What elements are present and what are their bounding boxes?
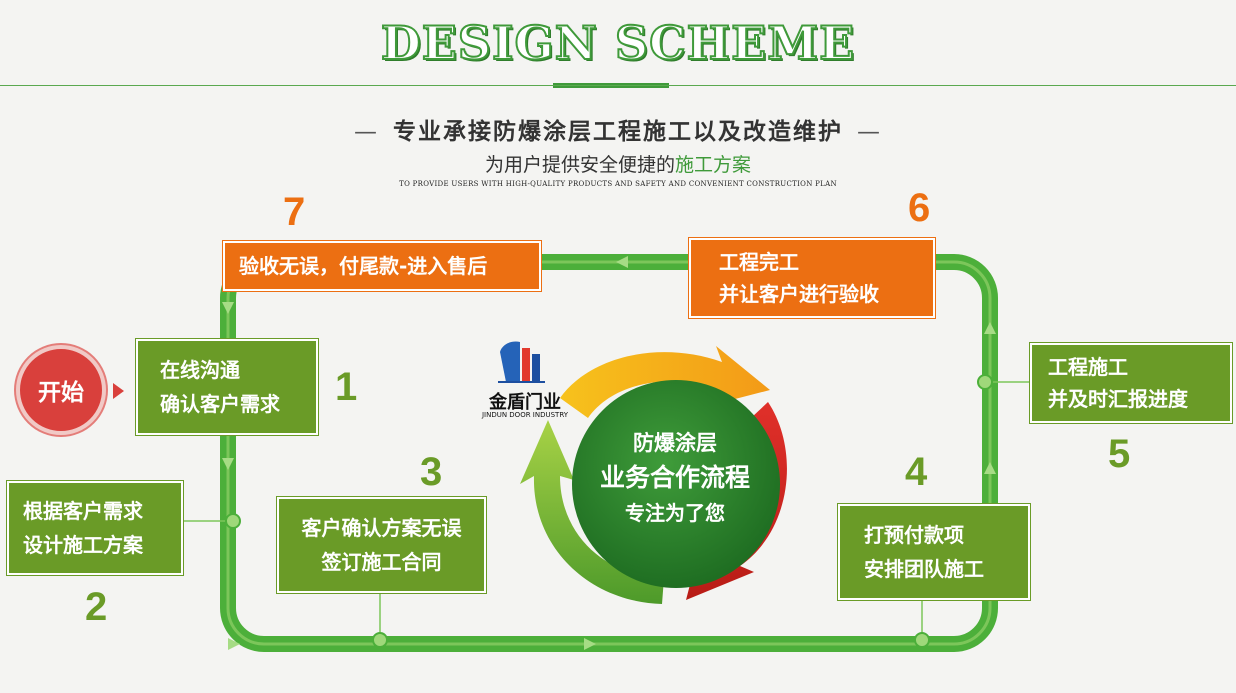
step-3-line1: 客户确认方案无误	[301, 516, 462, 540]
subtitle-text: 专业承接防爆涂层工程施工以及改造维护	[393, 119, 843, 145]
tagline-prefix: 为用户提供安全便捷的	[484, 154, 675, 176]
step-2-box: 根据客户需求 设计施工方案	[7, 481, 183, 575]
step-1-number: 1	[335, 365, 358, 409]
tagline: 为用户提供安全便捷的施工方案	[0, 150, 1236, 177]
step-4-line2: 安排团队施工	[864, 557, 984, 581]
start-badge: 开始	[16, 345, 106, 435]
step-1-box: 在线沟通 确认客户需求	[136, 339, 318, 435]
step-3-line2: 签订施工合同	[321, 550, 442, 574]
step-5-number: 5	[1108, 432, 1131, 476]
english-tagline: TO PROVIDE USERS WITH HIGH-QUALITY PRODU…	[399, 180, 837, 188]
page-title: DESIGN SCHEME	[380, 15, 856, 71]
loop-track-inner	[226, 260, 992, 646]
step-3-box: 客户确认方案无误 签订施工合同	[277, 497, 486, 593]
step-4-box: 打预付款项 安排团队施工	[838, 504, 1030, 600]
step-4-number: 4	[905, 450, 928, 494]
subtitle-dash-left: —	[354, 119, 379, 145]
center-line-1: 防爆涂层	[633, 431, 717, 455]
cycle-arrows-graphic	[520, 346, 787, 604]
step-5-box: 工程施工 并及时汇报进度	[1030, 343, 1232, 423]
step-2-line2: 设计施工方案	[23, 533, 143, 557]
loop-direction-arrows	[222, 256, 996, 650]
logo-building-icon	[498, 341, 545, 383]
step-6-line2: 并让客户进行验收	[719, 282, 879, 306]
step-6-box: 工程完工 并让客户进行验收	[689, 238, 935, 318]
step-2-line1: 根据客户需求	[23, 499, 143, 523]
step-5-line2: 并及时汇报进度	[1048, 387, 1188, 411]
step-1-line1: 在线沟通	[160, 358, 240, 382]
step-7-line1: 验收无误，付尾款-进入售后	[239, 254, 488, 278]
subtitle-dash-right: —	[857, 119, 882, 145]
logo-name-en: JINDUN DOOR INDUSTRY	[481, 411, 569, 419]
step-7-box: 验收无误，付尾款-进入售后	[223, 241, 541, 291]
step-6-number: 6	[908, 186, 931, 230]
loop-dots	[225, 374, 993, 648]
step-7-number: 7	[283, 190, 306, 234]
tagline-highlight: 施工方案	[675, 154, 752, 176]
loop-connectors	[183, 381, 1030, 636]
center-line-2: 业务合作流程	[599, 463, 750, 492]
step-5-line1: 工程施工	[1048, 355, 1128, 379]
center-line-3: 专注为了您	[625, 501, 725, 525]
step-1-line2: 确认客户需求	[160, 392, 280, 416]
header-divider	[0, 85, 1236, 86]
step-6-line1: 工程完工	[719, 250, 799, 274]
step-2-number: 2	[85, 585, 108, 629]
subtitle: — 专业承接防爆涂层工程施工以及改造维护 —	[0, 112, 1236, 146]
step-4-line1: 打预付款项	[864, 523, 964, 547]
step-3-number: 3	[420, 450, 443, 494]
start-arrow-icon	[113, 383, 124, 399]
logo-name-cn: 金盾门业	[489, 392, 561, 413]
center-caption: 防爆涂层 业务合作流程 专注为了您	[570, 428, 780, 528]
